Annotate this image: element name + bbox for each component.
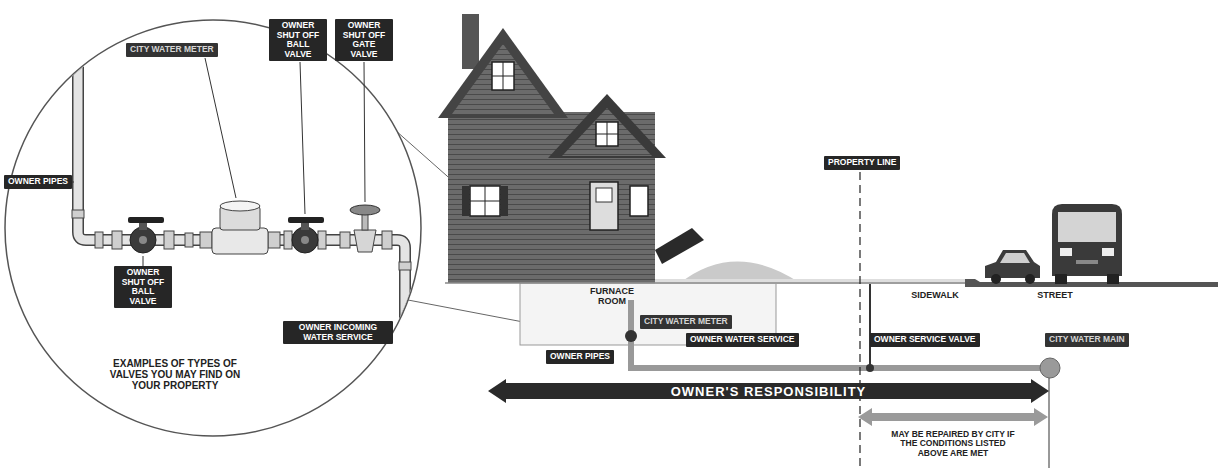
tag-text: OWNER SERVICE VALVE (874, 335, 976, 345)
label-tag: CITY WATER MAIN (1045, 333, 1129, 347)
tag-text: OWNER PIPES (8, 177, 68, 187)
ground-line (445, 282, 965, 284)
tag-text: OWNER SHUT OFF BALL VALVE (118, 268, 168, 306)
tag-text: OWNER SHUT OFF GATE VALVE (339, 21, 389, 59)
boundary-line (1049, 378, 1050, 468)
tag-text: OWNER WATER SERVICE (690, 335, 795, 345)
tag-text: CITY WATER MAIN (1049, 335, 1125, 345)
place-label: STREET (1015, 291, 1095, 301)
label-tag: OWNER SERVICE VALVE (870, 333, 980, 347)
valve-assembly (72, 40, 411, 460)
property-line (859, 172, 860, 466)
service-valve (866, 364, 874, 372)
tag-text: OWNER PIPES (550, 352, 610, 362)
label-tag: OWNER PIPES (4, 175, 72, 189)
tag-text: CITY WATER METER (644, 317, 728, 327)
house (438, 14, 704, 283)
street (965, 279, 1218, 287)
leader-line (70, 58, 365, 268)
responsibility-arrow: OWNER'S RESPONSIBILITY (488, 379, 1049, 403)
car (985, 250, 1040, 284)
water-main (1040, 358, 1060, 378)
bus (1052, 204, 1122, 284)
label-tag: OWNER SHUT OFF BALL VALVE (114, 266, 172, 308)
label-tag: CITY WATER METER (640, 315, 732, 329)
city-repair-arrow (858, 408, 1048, 426)
tag-text: CITY WATER METER (130, 45, 214, 55)
place-label: FURNACE ROOM (584, 287, 640, 307)
label-tag: OWNER SHUT OFF GATE VALVE (335, 19, 393, 61)
tag-text: PROPERTY LINE (828, 158, 896, 168)
place-label: SIDEWALK (895, 291, 975, 301)
callout-circle (5, 20, 421, 436)
tag-text: OWNER SHUT OFF BALL VALVE (273, 21, 323, 59)
note-text: MAY BE REPAIRED BY CITY IF THE CONDITION… (891, 430, 1015, 458)
label-tag: CITY WATER METER (126, 43, 218, 57)
tag-text: OWNER'S RESPONSIBILITY (671, 384, 867, 399)
label-tag: OWNER PIPES (546, 350, 614, 364)
service-valve-stem (869, 284, 871, 366)
note-text: EXAMPLES OF TYPES OF VALVES YOU MAY FIND… (100, 358, 250, 391)
water-meter (625, 330, 637, 342)
label-tag: PROPERTY LINE (824, 156, 900, 170)
water-service-pipe (631, 300, 1048, 368)
label-tag: OWNER INCOMING WATER SERVICE (283, 321, 393, 344)
label-tag: OWNER WATER SERVICE (686, 333, 799, 347)
tag-text: OWNER INCOMING WATER SERVICE (287, 323, 389, 342)
label-tag: OWNER SHUT OFF BALL VALVE (269, 19, 327, 61)
